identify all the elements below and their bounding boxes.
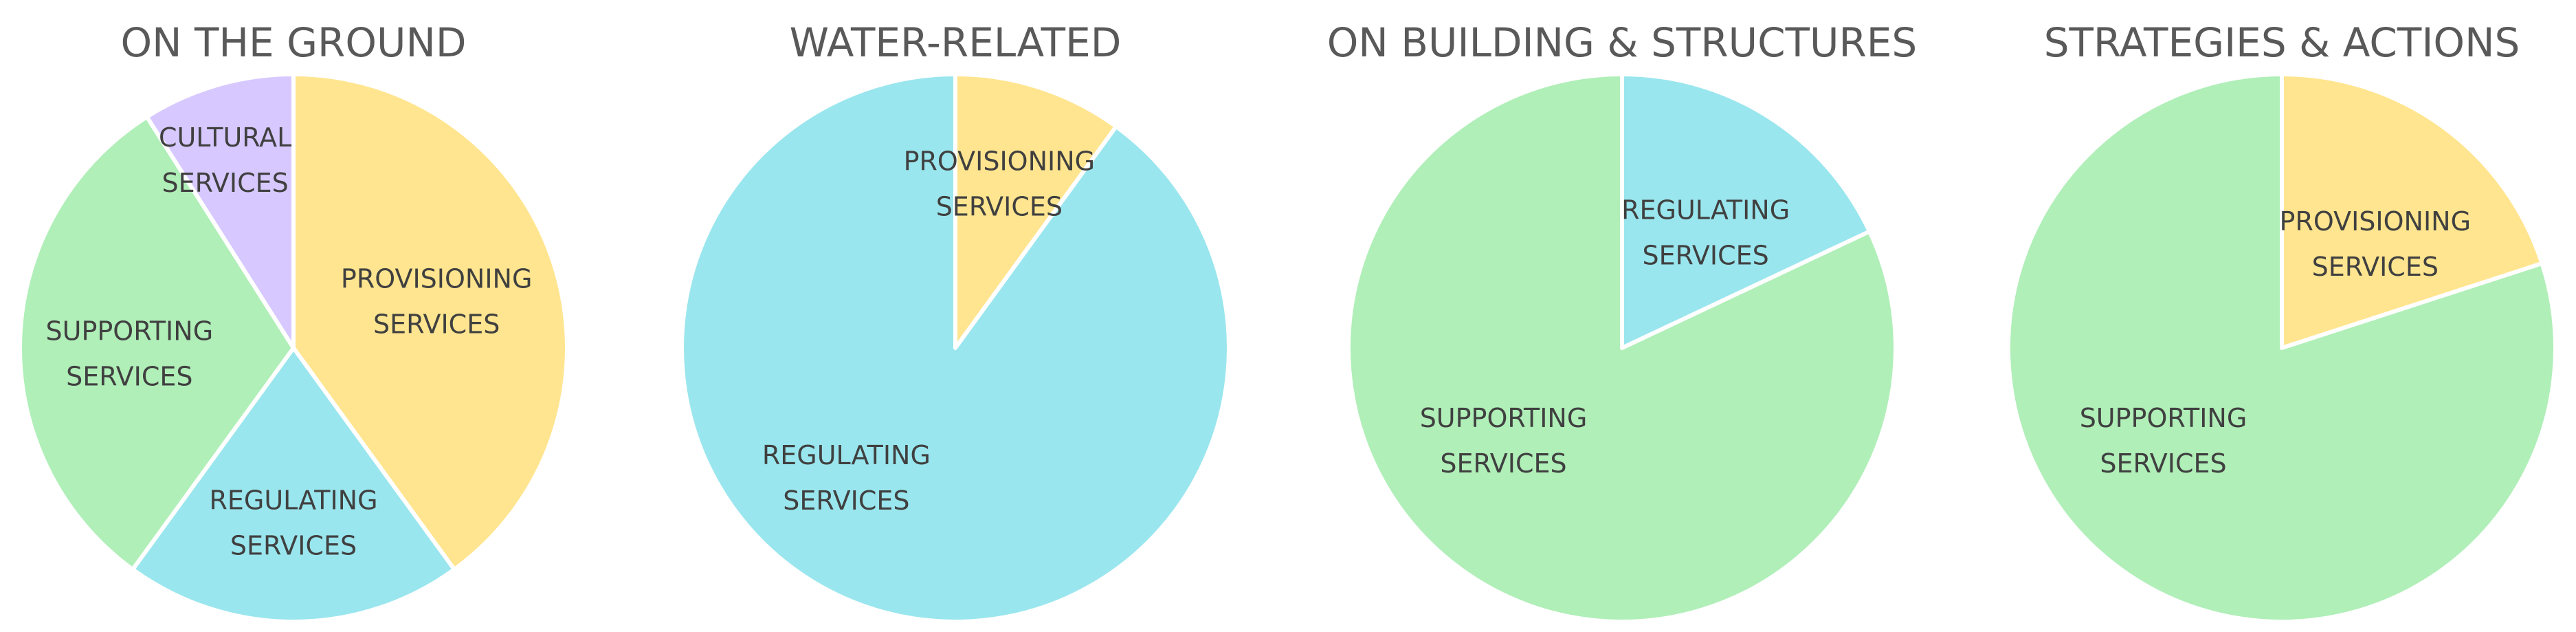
slice-label-provisioning-services: PROVISIONING SERVICES <box>904 146 1096 222</box>
chart-title-on-the-ground: ON THE GROUND <box>121 19 467 66</box>
slice-label-line: SUPPORTING <box>2080 403 2247 433</box>
chart-title-on-building-structures: ON BUILDING & STRUCTURES <box>1327 19 1917 66</box>
slice-label-provisioning-services: PROVISIONING SERVICES <box>2280 206 2472 282</box>
pie-slice-provisioning-services <box>953 72 1118 350</box>
pie-chart-strategies-actions: STRATEGIES & ACTIONS PROVISIONING SERVICE… <box>2006 19 2557 624</box>
slice-label-line: SERVICES <box>783 486 909 516</box>
slice-label-line: REGULATING <box>762 440 931 470</box>
slice-label-cultural-services: CULTURAL SERVICES <box>159 122 291 198</box>
slice-label-line: SERVICES <box>162 168 288 198</box>
pie-slice-provisioning-services <box>2280 72 2544 350</box>
slice-label-supporting-services: SUPPORTING SERVICES <box>46 316 214 391</box>
pie-slice-supporting-services <box>18 114 296 571</box>
slice-label-line: SERVICES <box>373 309 500 339</box>
slice-label-line: PROVISIONING <box>904 146 1096 177</box>
slice-label-line: SUPPORTING <box>1420 403 1588 433</box>
pie-slice-regulating-services <box>131 346 456 624</box>
slice-label-line: REGULATING <box>209 486 377 516</box>
pie-slice-supporting-services <box>1346 72 1898 624</box>
slice-label-line: CULTURAL <box>159 122 291 153</box>
slice-label-line: SERVICES <box>2100 448 2226 479</box>
slice-label-line: PROVISIONING <box>341 263 533 294</box>
chart-title-strategies-actions: STRATEGIES & ACTIONS <box>2044 19 2520 66</box>
pie-slice-cultural-services <box>144 72 296 350</box>
slice-label-line: SERVICES <box>1642 241 1768 271</box>
slice-label-line: PROVISIONING <box>2280 206 2472 237</box>
slice-label-supporting-services: SUPPORTING SERVICES <box>1420 403 1588 479</box>
slice-label-line: SERVICES <box>936 192 1063 222</box>
slice-label-provisioning-services: PROVISIONING SERVICES <box>341 263 533 339</box>
slice-label-regulating-services: REGULATING SERVICES <box>209 486 377 561</box>
slice-label-regulating-services: REGULATING SERVICES <box>762 440 931 516</box>
slice-label-line: SERVICES <box>1440 448 1566 479</box>
slice-label-line: SERVICES <box>2312 252 2439 282</box>
pie-slice-provisioning-services <box>291 72 569 571</box>
slice-label-line: SERVICES <box>230 531 357 561</box>
chart-title-water-related: WATER-RELATED <box>790 19 1122 66</box>
slice-label-line: REGULATING <box>1621 195 1790 226</box>
slice-label-line: SERVICES <box>66 361 192 391</box>
pie-slice-supporting-services <box>2006 72 2557 624</box>
pie-slice-regulating-services <box>1620 72 1872 350</box>
slice-label-supporting-services: SUPPORTING SERVICES <box>2080 403 2247 479</box>
slice-label-line: SUPPORTING <box>46 316 214 346</box>
pie-chart-on-building-structures: ON BUILDING & STRUCTURES REGULATING SERVI… <box>1327 19 1917 624</box>
pie-slice-regulating-services <box>680 72 1231 624</box>
slice-label-regulating-services: REGULATING SERVICES <box>1621 195 1790 271</box>
